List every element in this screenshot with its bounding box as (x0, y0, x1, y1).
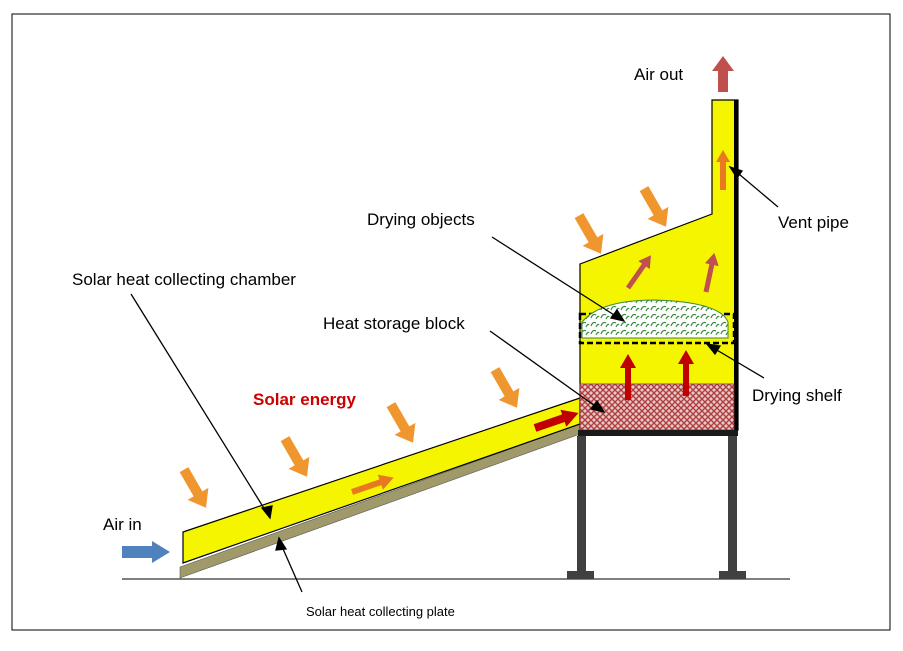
leader-shelf-head (705, 343, 722, 356)
stand-leg-left (577, 436, 586, 572)
sun-arrow (574, 213, 604, 254)
hot-air-arrow (533, 409, 579, 432)
sun-arrow (280, 436, 310, 477)
label-solar-heat-collecting-chamber: Solar heat collecting chamber (72, 270, 296, 289)
leader-storage-head (589, 399, 606, 413)
leader-plate-head (275, 536, 288, 551)
diagram-frame (11, 13, 891, 631)
warm-air-arrow (351, 474, 394, 495)
leader-plate (279, 541, 303, 593)
label-heat-storage-block: Heat storage block (323, 314, 465, 333)
label-drying-shelf: Drying shelf (752, 386, 842, 405)
label-drying-objects: Drying objects (367, 210, 475, 229)
leader-chamber (130, 293, 271, 519)
cabinet-floor (578, 430, 738, 436)
sun-arrows (179, 186, 669, 508)
sun-arrow (639, 186, 669, 227)
leader-objects-head (609, 308, 626, 322)
label-solar-energy: Solar energy (253, 390, 357, 409)
heat-storage-block (579, 383, 735, 431)
label-air-in: Air in (103, 515, 142, 534)
heat-arrow-1 (620, 354, 636, 400)
drying-objects (581, 299, 729, 339)
leader-objects (491, 236, 623, 321)
stand-foot-left (567, 571, 594, 579)
air-in-arrow (122, 541, 170, 563)
leader-chamber-head (260, 505, 273, 520)
heat-rise-arrows (620, 350, 694, 400)
label-air-out: Air out (634, 65, 683, 84)
cabinet-air-arrow-1 (625, 255, 651, 290)
cabinet-air-arrow-2 (703, 252, 719, 293)
vent-arrow (716, 150, 730, 190)
leader-vent-head (728, 165, 744, 180)
sun-arrow (179, 467, 209, 508)
stand-leg-right (728, 436, 737, 572)
sun-arrow (490, 367, 520, 408)
label-vent-pipe: Vent pipe (778, 213, 849, 232)
cabinet-air-arrows (625, 252, 719, 293)
sun-arrow (386, 402, 416, 443)
stand-foot-right (719, 571, 746, 579)
heat-arrow-2 (678, 350, 694, 396)
leader-storage (489, 330, 603, 412)
leader-vent (732, 168, 779, 208)
label-solar-heat-collecting-plate: Solar heat collecting plate (306, 604, 455, 619)
leader-lines (130, 165, 779, 593)
leader-shelf (709, 345, 765, 379)
air-out-arrow (712, 56, 734, 92)
